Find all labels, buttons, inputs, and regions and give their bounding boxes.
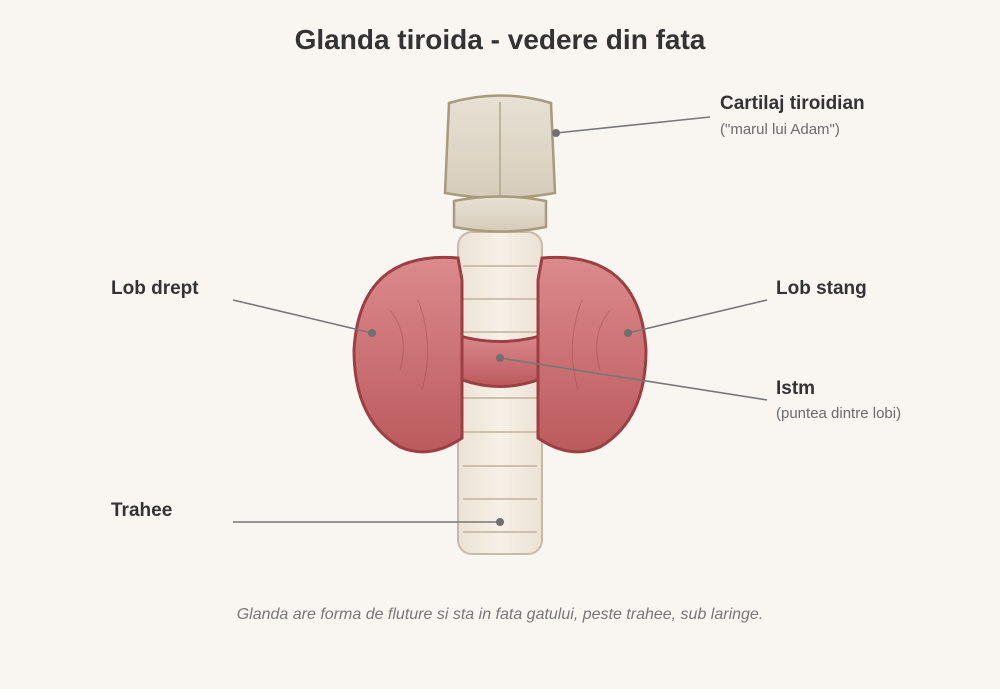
right-lobe (352, 255, 464, 454)
label-trachea: Trahee (111, 500, 173, 521)
label-cartilage: Cartilaj tiroidian (720, 93, 865, 114)
anchor-dot-cartilage (552, 129, 560, 137)
anchor-dot-isthmus (496, 354, 504, 362)
label-left-lobe: Lob stang (776, 278, 867, 299)
label-right-lobe: Lob drept (111, 278, 199, 299)
leader-line-cartilage (555, 116, 711, 134)
thyroid-cartilage (443, 94, 557, 233)
anchor-dot-trachea (496, 518, 504, 526)
diagram-title: Glanda tiroida - vedere din fata (294, 24, 706, 55)
leader-line-isthmus (499, 357, 768, 401)
trachea (457, 231, 543, 555)
diagram-caption: Glanda are forma de fluture si sta in fa… (236, 606, 764, 623)
note-isthmus: (puntea dintre lobi) (776, 405, 902, 422)
anchor-dot-left-lobe (624, 329, 632, 337)
leader-line-right-lobe (232, 299, 373, 334)
left-lobe (536, 255, 648, 454)
leader-line-left-lobe (627, 299, 768, 334)
note-cartilage: ("marul lui Adam") (720, 121, 840, 138)
anchor-dot-right-lobe (368, 329, 376, 337)
label-isthmus: Istm (776, 378, 816, 399)
